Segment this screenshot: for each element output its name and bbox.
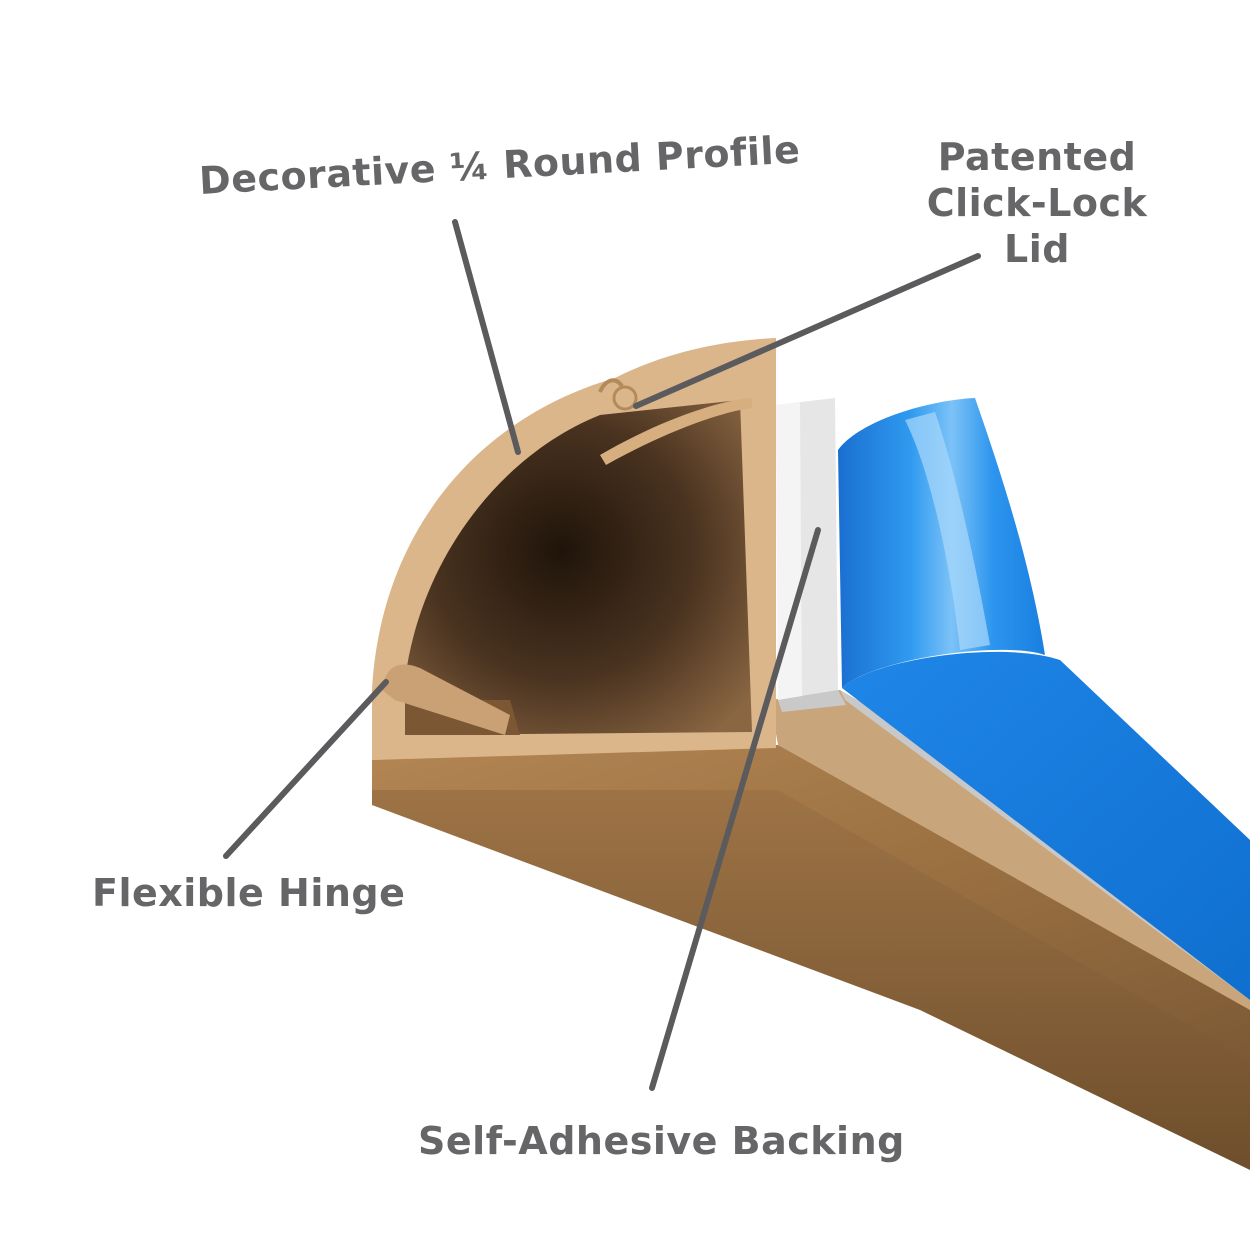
- adhesive-liner-tape: [838, 398, 1250, 1000]
- channel-body: [372, 690, 1250, 1170]
- profile-end-face: [372, 338, 776, 760]
- leader-backing: [649, 527, 821, 1091]
- label-self-adhesive-backing: Self-Adhesive Backing: [418, 1119, 905, 1163]
- label-flexible-hinge: Flexible Hinge: [92, 871, 406, 915]
- label-lid-line-3: Lid: [1004, 227, 1070, 271]
- leader-lines: [223, 219, 981, 1091]
- leader-profile: [452, 219, 521, 455]
- leader-hinge: [223, 679, 389, 859]
- label-lid-line-1: Patented: [937, 135, 1137, 179]
- click-lock-clip: [612, 385, 638, 411]
- label-click-lock-lid: Patented Click-Lock Lid: [912, 134, 1162, 272]
- leader-lid: [633, 253, 981, 409]
- label-lid-line-2: Click-Lock: [926, 181, 1148, 225]
